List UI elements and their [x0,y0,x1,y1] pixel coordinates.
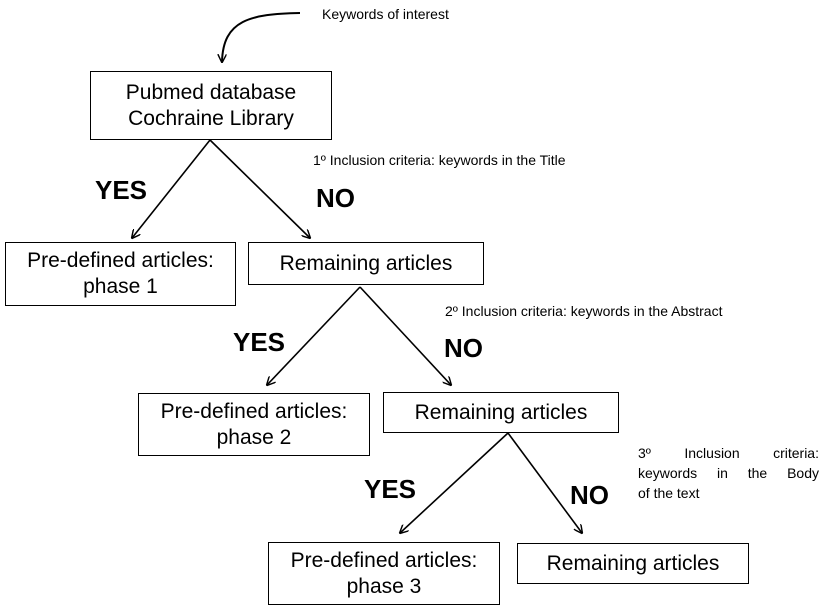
yes-label-1: YES [95,175,148,205]
arrow-no-1 [209,139,310,238]
no-label-1: NO [316,183,355,213]
no-label-2: NO [444,333,483,363]
remaining-articles-box-1: Remaining articles [248,242,484,285]
predefined-phase1-line2: phase 1 [83,275,158,298]
arrow-yes-1 [132,139,211,238]
third-criteria-line3: of the text [638,485,700,501]
predefined-phase1-line1: Pre-defined articles: [27,249,214,272]
remaining-articles-box-3: Remaining articles [517,543,749,584]
remaining-articles-box-2: Remaining articles [383,392,619,433]
databases-box-line2: Cochraine Library [128,106,294,130]
remaining-3-label: Remaining articles [546,551,720,575]
arrow-no-2 [359,286,451,385]
predefined-phase3-line2: phase 3 [346,574,422,598]
arrow-yes-3 [400,432,509,533]
predefined-articles-phase3-box: Pre-defined articles: phase 3 [268,542,500,605]
third-criteria-line1: 3º Inclusion criteria: [638,445,819,461]
no-label-3: NO [570,480,609,510]
predefined-phase2-line1: Pre-defined articles: [160,399,348,423]
second-inclusion-criteria: 2º Inclusion criteria: keywords in the A… [445,303,723,319]
remaining-1-label: Remaining articles [279,251,453,275]
arrow-yes-2 [267,286,361,385]
third-criteria-line2: keywords in the Body [638,465,819,481]
third-inclusion-criteria: 3º Inclusion criteria: keywords in the B… [638,443,819,503]
predefined-phase2-line2: phase 2 [216,425,292,449]
yes-label-3: YES [364,474,417,504]
keywords-curved-arrow [222,12,301,62]
databases-box: Pubmed database Cochraine Library [90,71,332,140]
predefined-phase3-line1: Pre-defined articles: [290,548,478,572]
predefined-articles-phase2-box: Pre-defined articles: phase 2 [138,393,370,456]
predefined-articles-phase1-box: Pre-defined articles: phase 1 [5,242,236,306]
databases-box-line1: Pubmed database [125,80,297,104]
keywords-of-interest-label: Keywords of interest [322,6,449,22]
arrow-no-3 [507,432,582,533]
first-inclusion-criteria: 1º Inclusion criteria: keywords in the T… [313,152,566,168]
yes-label-2: YES [233,327,286,357]
remaining-2-label: Remaining articles [414,400,588,424]
